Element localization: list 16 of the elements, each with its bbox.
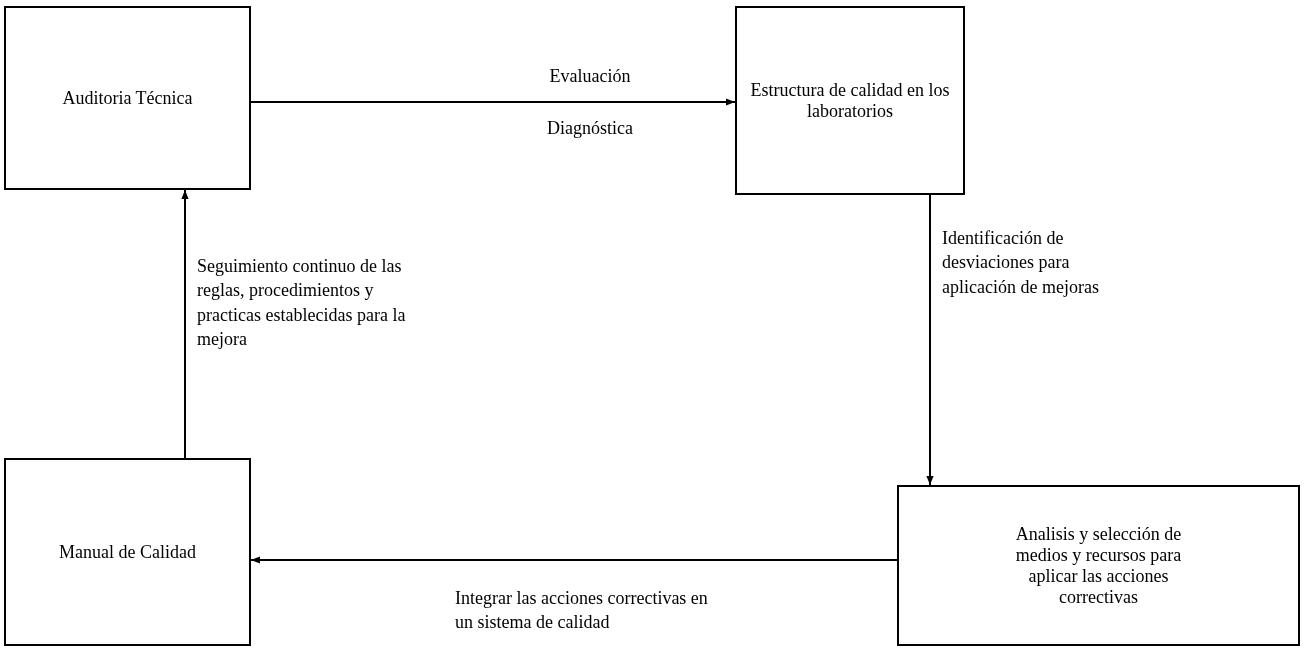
process-box: [897, 485, 1300, 646]
edge-label: Identificación de desviaciones para aplicación de mejoras: [942, 227, 1100, 299]
edge-label: Evaluación Diagnóstica: [546, 65, 634, 140]
box-text: Analisis y selección de medios y recursos para aplicar las acciones correctivas: [1014, 523, 1183, 608]
arrow: [250, 98, 736, 106]
process-box: [735, 6, 965, 195]
edge-label: Seguimiento continuo de las reglas, procedimientos y practicas establecidas para la mejora: [197, 255, 407, 351]
box-text: Auditoria Técnica: [62, 87, 193, 109]
process-box: [4, 6, 251, 190]
box-text: Manual de Calidad: [59, 541, 196, 563]
process-box: [4, 458, 251, 646]
box-text: Estructura de calidad en los laboratorios: [749, 79, 951, 122]
edge-label: Integrar las acciones correctivas en un sistema de calidad: [455, 587, 709, 635]
arrow: [250, 556, 898, 564]
arrow: [926, 194, 934, 486]
arrow: [181, 189, 189, 459]
